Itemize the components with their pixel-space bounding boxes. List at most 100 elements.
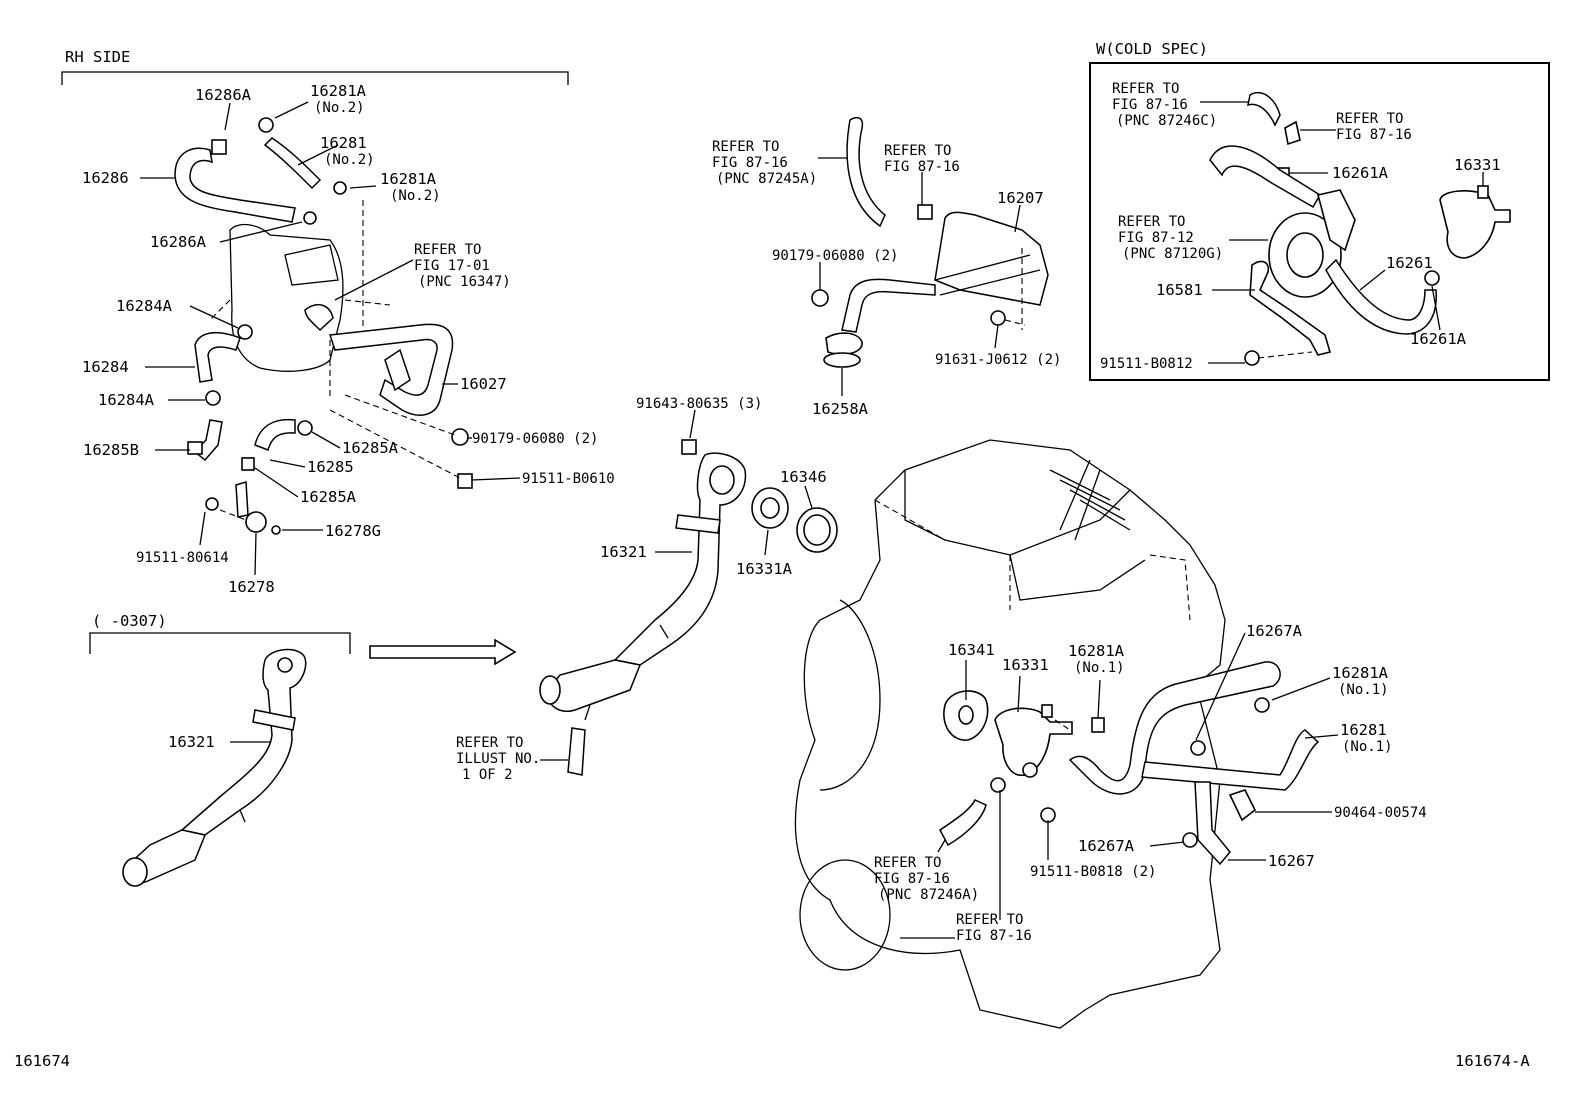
section-title-cold-spec: W(COLD SPEC) <box>1096 40 1208 58</box>
footer-figure-id-right: 161674-A <box>1455 1052 1530 1070</box>
clamp-16286A <box>303 211 317 225</box>
label-refer-8716-bot-b: FIG 87-16 <box>956 928 1032 944</box>
section-range: ( -0307) <box>92 612 167 630</box>
label-refer-246a-c: (PNC 87246A) <box>878 887 979 903</box>
bolts-rh <box>329 340 473 489</box>
label-16258A: 16258A <box>812 400 869 418</box>
label-16278G: 16278G <box>325 522 381 540</box>
label-refer-8716-245-c: (PNC 87245A) <box>716 171 817 187</box>
label-16207: 16207 <box>997 189 1044 207</box>
pipe-16027 <box>304 303 454 416</box>
label-16285A-b: 16285A <box>300 488 357 506</box>
hose-16285B <box>187 419 223 462</box>
gasket-16346 <box>796 507 838 553</box>
leaders-upper-center <box>818 157 1021 396</box>
label-16286A-top: 16286A <box>195 86 252 104</box>
label-cs-16331: 16331 <box>1454 156 1501 174</box>
label-cs-refer-8712-a: REFER TO <box>1118 214 1185 230</box>
label-16286A-mid: 16286A <box>150 233 207 251</box>
label-refer-illust-b: ILLUST NO. <box>456 751 540 767</box>
label-16285B: 16285B <box>83 441 139 459</box>
range-bracket <box>89 632 351 654</box>
label-91511-B0610: 91511-B0610 <box>522 471 615 487</box>
label-16321-mid: 16321 <box>600 543 647 561</box>
label-cs-16261A-b: 16261A <box>1410 330 1467 348</box>
label-refer-illust-a: REFER TO <box>456 735 523 751</box>
label-90179-06080-left: 90179-06080 (2) <box>472 431 598 447</box>
label-16321-left: 16321 <box>168 733 215 751</box>
label-91643-80635: 91643-80635 (3) <box>636 396 762 412</box>
label-16278: 16278 <box>228 578 275 596</box>
pipe-16321 <box>539 439 747 721</box>
engine-parts <box>939 661 1320 866</box>
label-refer-8716-mid-a: REFER TO <box>884 143 951 159</box>
label-16281A-no2-a: 16281A <box>310 82 367 100</box>
label-16281-no2: 16281 <box>320 134 367 152</box>
cold-spec-box <box>1089 62 1550 381</box>
label-16285A-a: 16285A <box>342 439 399 457</box>
label-16281A-no1-a: 16281A <box>1068 642 1125 660</box>
footer-figure-id-left: 161674 <box>14 1052 70 1070</box>
label-cs-16261: 16261 <box>1386 254 1433 272</box>
hose-16281-no2 <box>258 117 347 195</box>
label-refer-8716-mid-b: FIG 87-16 <box>884 159 960 175</box>
leaders-rh <box>140 101 521 576</box>
hose-16286 <box>174 139 296 223</box>
label-cs-refer-8716-a: REFER TO <box>1336 111 1403 127</box>
part-16278 <box>205 481 281 535</box>
label-cs-refer-246c-a: REFER TO <box>1112 81 1179 97</box>
label-91511-80614: 91511-80614 <box>136 550 229 566</box>
pipe-16207 <box>811 204 1049 368</box>
label-90179-06080-mid: 90179-06080 (2) <box>772 248 898 264</box>
label-refer-246a-b: FIG 87-16 <box>874 871 950 887</box>
pipe-16321-old <box>122 648 307 887</box>
label-refer-1701-a: REFER TO <box>414 242 481 258</box>
label-refer-illust-c: 1 OF 2 <box>462 767 513 783</box>
label-16281A-no2-a-sub: (No.2) <box>314 100 365 116</box>
label-refer-8716-245-a: REFER TO <box>712 139 779 155</box>
label-16341: 16341 <box>948 641 995 659</box>
label-cs-refer-246c-b: FIG 87-16 <box>1112 97 1188 113</box>
label-16281A-no2-b: 16281A <box>380 170 437 188</box>
hose-illust-ref <box>567 727 586 776</box>
label-cs-16581: 16581 <box>1156 281 1203 299</box>
label-cs-91511-B0812: 91511-B0812 <box>1100 356 1193 372</box>
leaders-engine <box>900 632 1339 939</box>
thermostat-16331A <box>751 487 789 529</box>
label-16267: 16267 <box>1268 852 1315 870</box>
label-16281A-no2-b-sub: (No.2) <box>390 188 441 204</box>
label-cs-refer-8716-b: FIG 87-16 <box>1336 127 1412 143</box>
rh-side-bracket <box>61 71 569 85</box>
label-16286: 16286 <box>82 169 129 187</box>
label-cs-16261A-a: 16261A <box>1332 164 1389 182</box>
label-cs-refer-8712-b: FIG 87-12 <box>1118 230 1194 246</box>
label-16284A-a: 16284A <box>116 297 173 315</box>
label-16267A-bot: 16267A <box>1078 837 1135 855</box>
label-91511-B0818: 91511-B0818 (2) <box>1030 864 1156 880</box>
label-90464-00574: 90464-00574 <box>1334 805 1427 821</box>
label-16331: 16331 <box>1002 656 1049 674</box>
label-refer-8716-245-b: FIG 87-16 <box>712 155 788 171</box>
label-refer-8716-bot-a: REFER TO <box>956 912 1023 928</box>
label-16281-no1: 16281 <box>1340 721 1387 739</box>
label-refer-1701-b: FIG 17-01 <box>414 258 490 274</box>
label-16281-no1-sub: (No.1) <box>1342 739 1393 755</box>
label-16284A-b: 16284A <box>98 391 155 409</box>
arrow-right-icon <box>369 638 517 666</box>
hose-16284 <box>194 324 253 406</box>
label-16281A-no1-a-sub: (No.1) <box>1074 660 1125 676</box>
label-16284: 16284 <box>82 358 129 376</box>
label-16027: 16027 <box>460 375 507 393</box>
label-16281A-no1-b: 16281A <box>1332 664 1389 682</box>
label-16281A-no1-b-sub: (No.1) <box>1338 682 1389 698</box>
section-title-rh-side: RH SIDE <box>65 48 130 66</box>
label-refer-246a-a: REFER TO <box>874 855 941 871</box>
leaders-cold-spec <box>1200 101 1484 364</box>
hose-87245A-ref <box>846 116 886 228</box>
label-16267A-top: 16267A <box>1246 622 1303 640</box>
label-cs-refer-246c-c: (PNC 87246C) <box>1116 113 1217 129</box>
label-91631-J0612: 91631-J0612 (2) <box>935 352 1061 368</box>
label-16281-no2-sub: (No.2) <box>324 152 375 168</box>
engine-outline <box>794 439 1226 1029</box>
